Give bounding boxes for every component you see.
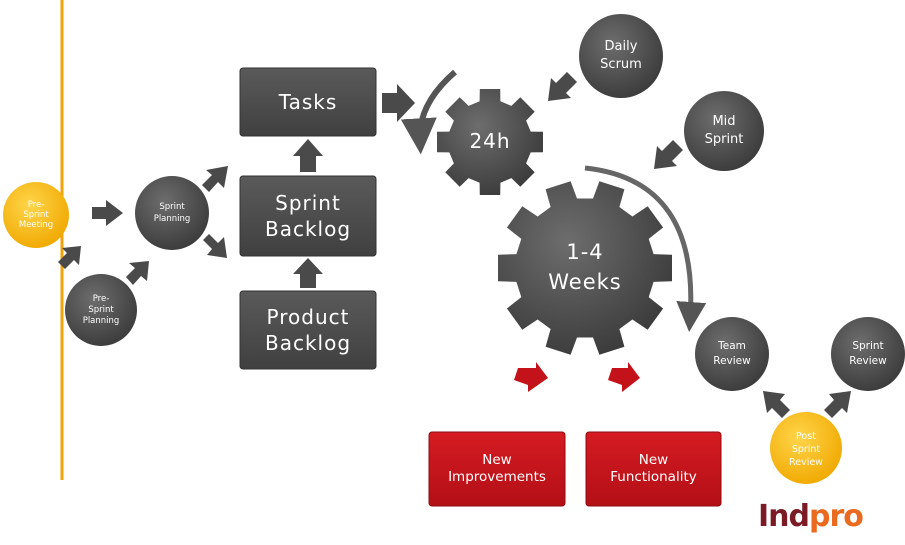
sprint-review-node xyxy=(831,317,905,391)
tasks-box xyxy=(239,67,377,137)
arrow-product-to-sprint xyxy=(293,258,323,288)
mid-sprint-node xyxy=(684,91,764,171)
arrow-post-to-sprint-review xyxy=(824,391,851,418)
product-backlog-box xyxy=(239,290,377,370)
arrow-daily-scrum-to-gear xyxy=(548,72,577,101)
loop-arrow-weeks xyxy=(584,165,707,332)
sprint-backlog-box xyxy=(239,175,377,257)
red-arrow-improvements xyxy=(514,362,548,392)
arrow-planning-to-tasks xyxy=(202,166,228,192)
post-sprint-review-node xyxy=(770,412,842,484)
new-improvements-box xyxy=(428,431,566,507)
gear-weeks xyxy=(498,181,672,355)
gear-24h xyxy=(437,89,543,195)
sprint-planning-node xyxy=(135,176,209,250)
daily-scrum-node xyxy=(579,14,663,98)
pre-sprint-planning-node xyxy=(65,274,137,346)
team-review-node xyxy=(695,317,769,391)
arrow-pre-planning-to-planning xyxy=(126,261,149,285)
arrow-mid-sprint-to-gear xyxy=(654,140,683,169)
loop-arrow-24h xyxy=(400,69,457,155)
arrow-tasks-to-gear xyxy=(382,84,415,122)
arrow-planning-to-sprint-backlog xyxy=(203,234,227,258)
logo-part-2: pro xyxy=(809,498,864,534)
new-functionality-box xyxy=(585,431,722,507)
arrow-post-to-team-review xyxy=(763,391,790,418)
red-arrow-functionality xyxy=(608,362,640,392)
logo-part-1: Ind xyxy=(758,498,810,534)
gear-24h-shape xyxy=(437,89,543,195)
gear-weeks-shape xyxy=(498,181,672,355)
arrow-sprint-to-tasks xyxy=(293,139,323,172)
pre-sprint-meeting-node xyxy=(3,182,69,248)
arrow-meeting-to-pre-planning xyxy=(58,246,81,269)
arrow-meeting-to-planning xyxy=(92,200,123,226)
